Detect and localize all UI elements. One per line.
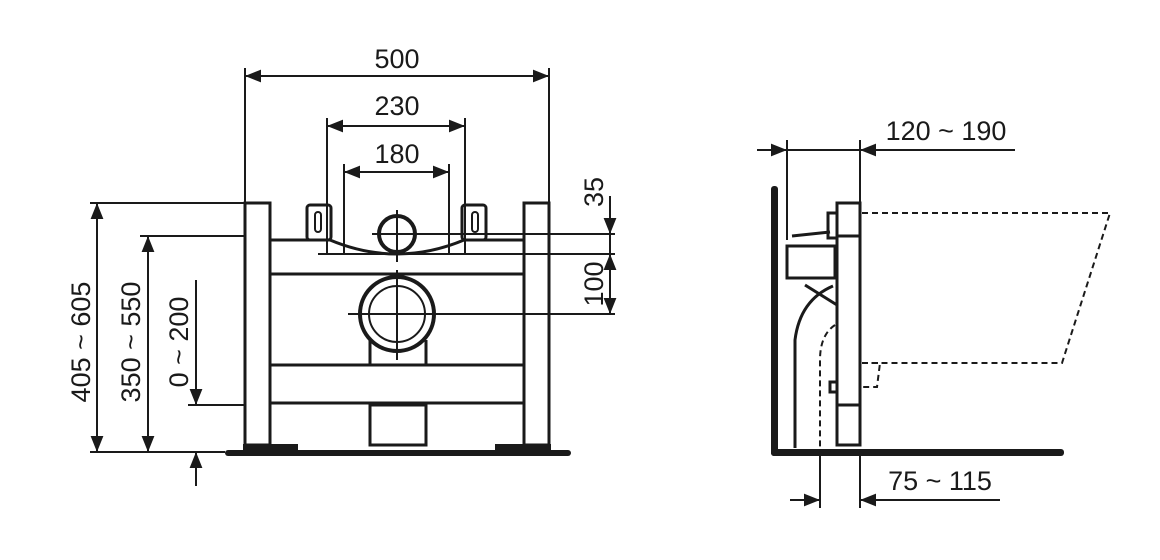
dim-230: 230 — [374, 91, 419, 121]
dim-75-115: 75 ~ 115 — [888, 466, 992, 496]
side-frame — [785, 201, 862, 448]
dim-350-550: 350 ~ 550 — [116, 282, 146, 403]
side-dimension-lines — [757, 140, 1015, 508]
width-dimension-lines — [244, 68, 550, 254]
front-view: 500 230 180 — [66, 44, 617, 486]
wall-and-floor — [771, 186, 1064, 456]
dim-180: 180 — [374, 139, 419, 169]
centerlines — [318, 196, 617, 360]
dim-405-605: 405 ~ 605 — [66, 282, 96, 403]
dim-100: 100 — [579, 261, 609, 306]
dim-500: 500 — [374, 44, 419, 74]
dim-120-190: 120 ~ 190 — [886, 116, 1007, 146]
height-dimension-lines — [90, 202, 245, 486]
toilet-bowl-outline — [819, 212, 1112, 448]
side-view: 120 ~ 190 75 ~ 115 — [757, 116, 1112, 508]
dim-35: 35 — [579, 177, 609, 207]
base-and-feet — [225, 444, 571, 456]
dim-0-200: 0 ~ 200 — [164, 297, 194, 388]
